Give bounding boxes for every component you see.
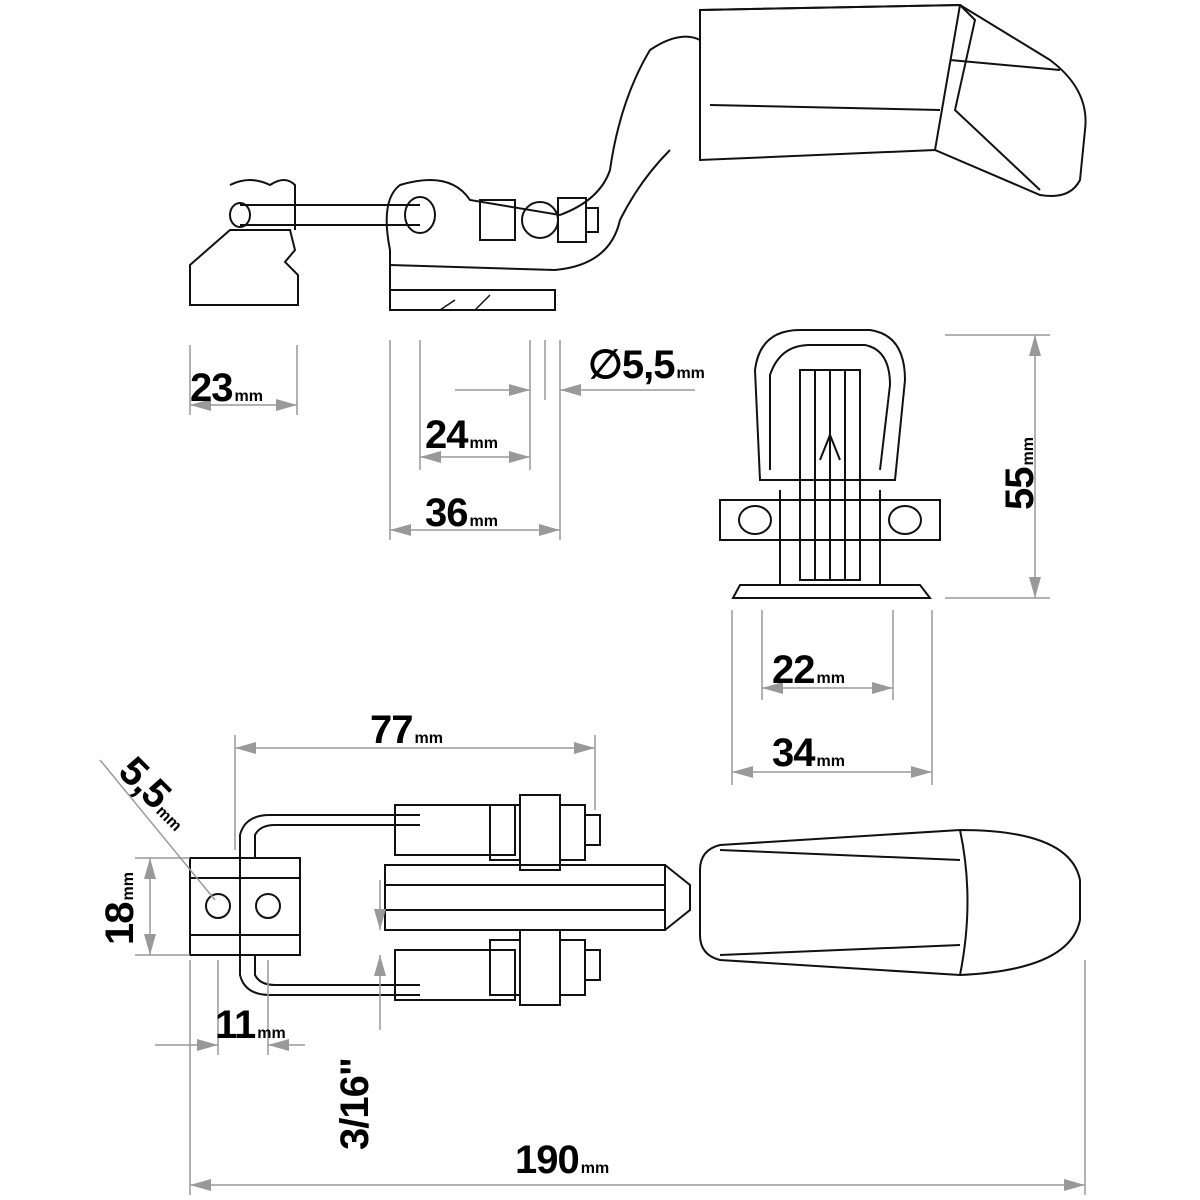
dim-unit: mm [1020, 437, 1037, 466]
dim-unit: mm [676, 365, 705, 382]
dim-value: 24 [425, 413, 468, 457]
dim-value: 23 [190, 366, 233, 410]
dimension-lines [99, 334, 1086, 1195]
dim-value: 22 [772, 648, 815, 692]
top-view-clamp [189, 794, 1081, 1006]
dim-height: 55mm [998, 437, 1042, 511]
dim-unit: mm [816, 670, 845, 687]
dim-rod-diameter: 3/16" [333, 1058, 377, 1150]
dim-value: 3/16" [333, 1058, 377, 1150]
dim-unit: mm [469, 513, 498, 530]
dim-latch-width: 18mm [98, 872, 142, 946]
dim-unit: mm [414, 730, 443, 747]
side-view-clamp [189, 3, 1087, 311]
front-view-clamp [719, 329, 941, 599]
dim-value: 11 [215, 1003, 256, 1047]
dim-value: 55 [998, 467, 1042, 511]
dim-value: 77 [370, 708, 413, 752]
dim-value: 190 [515, 1138, 580, 1182]
dim-unit: mm [580, 1160, 610, 1177]
dim-value: 18 [98, 902, 142, 946]
dim-unit: mm [234, 388, 263, 405]
dim-unit: mm [257, 1025, 286, 1042]
dim-value: ∅5,5 [588, 343, 675, 387]
dim-value: 36 [425, 491, 468, 535]
dim-unit: mm [816, 753, 845, 770]
dim-value: 34 [772, 731, 815, 775]
dim-unit: mm [469, 435, 498, 452]
dim-unit: mm [120, 872, 137, 901]
